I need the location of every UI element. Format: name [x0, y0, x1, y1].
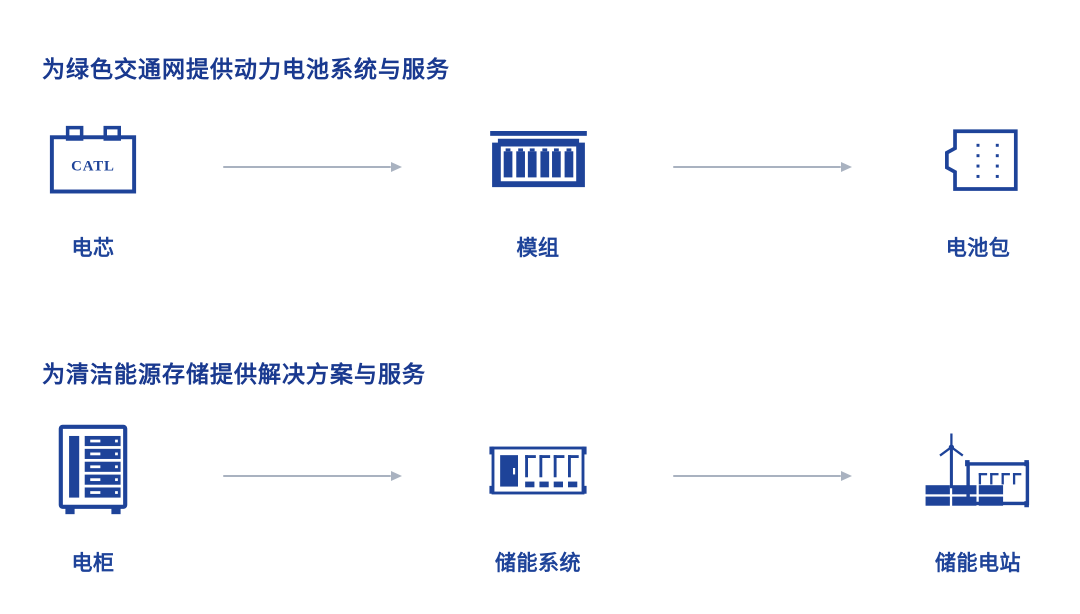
- power-cabinet-icon: [58, 424, 128, 515]
- icon-box: CATL: [49, 118, 137, 202]
- step-label: 电芯: [71, 237, 115, 260]
- catl-logo-text: CATL: [71, 159, 115, 175]
- section-title-power-battery: 为绿色交通网提供动力电池系统与服务: [42, 56, 450, 83]
- icon-box: [921, 420, 1035, 520]
- flow-arrow-icon: [673, 162, 852, 172]
- flow-step-storage-system: 储能系统: [445, 420, 631, 577]
- energy-storage-system-icon: [489, 446, 587, 494]
- step-label: 电柜: [71, 552, 115, 575]
- flow-step-battery-cell: CATL 电芯: [0, 118, 186, 262]
- step-label: 储能系统: [495, 552, 581, 575]
- flow-arrow-icon: [673, 471, 852, 481]
- battery-module-icon: [489, 131, 587, 188]
- battery-pack-icon: [945, 128, 1018, 191]
- battery-cell-icon: CATL: [49, 125, 137, 194]
- flow-arrow-icon: [223, 471, 402, 481]
- step-label: 模组: [516, 237, 560, 260]
- section-title-energy-storage: 为清洁能源存储提供解决方案与服务: [42, 361, 426, 388]
- flow-arrow-icon: [223, 162, 402, 172]
- icon-box: [56, 420, 130, 520]
- flow-step-power-cabinet: 电柜: [0, 420, 186, 577]
- icon-box: [488, 420, 588, 520]
- step-label: 储能电站: [935, 552, 1021, 575]
- step-label: 电池包: [945, 237, 1011, 260]
- energy-storage-station-icon: [925, 433, 1030, 508]
- flow-step-battery-module: 模组: [445, 118, 631, 262]
- icon-box: [937, 118, 1019, 202]
- flow-step-battery-pack: 电池包: [885, 118, 1071, 262]
- flow-step-storage-station: 储能电站: [885, 420, 1071, 577]
- icon-box: [489, 118, 587, 202]
